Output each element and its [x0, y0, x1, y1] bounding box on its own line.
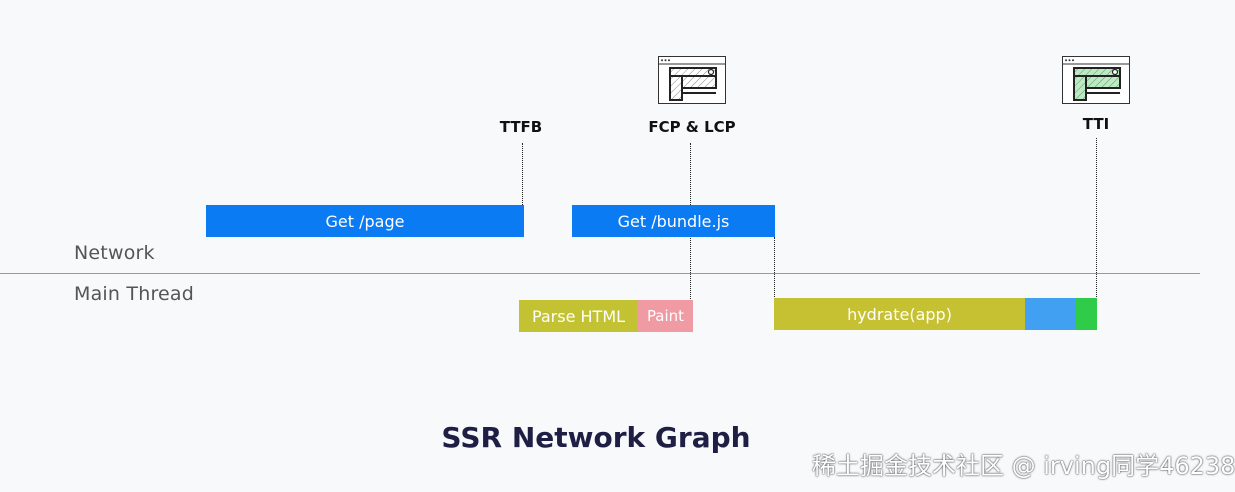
hydrate-blue-segment — [1025, 298, 1076, 330]
tti-label: TTI — [1082, 115, 1110, 133]
browser-window-interactive-icon — [1062, 56, 1130, 104]
ttfb-guide-line — [522, 143, 523, 207]
hydrate-label: hydrate(app) — [847, 304, 952, 324]
parse-html-bar: Parse HTML — [519, 300, 638, 332]
ttfb-label: TTFB — [499, 118, 543, 136]
network-lane-label: Network — [74, 242, 155, 264]
watermark-text: 稀土掘金技术社区 @ irving同学46238 — [812, 452, 1235, 480]
tti-guide-line — [1096, 138, 1097, 299]
hydrate-green-segment — [1076, 298, 1097, 330]
parse-html-label: Parse HTML — [531, 306, 626, 326]
get-page-bar: Get /page — [206, 205, 524, 237]
lane-divider — [0, 273, 1200, 274]
get-bundle-label: Get /bundle.js — [617, 211, 730, 231]
paint-label: Paint — [646, 307, 685, 325]
hydrate-bar: hydrate(app) — [774, 298, 1025, 330]
browser-window-icon — [658, 56, 726, 104]
bundle-end-guide-line — [774, 237, 775, 299]
main-thread-lane-label: Main Thread — [74, 283, 195, 305]
graph-title: SSR Network Graph — [441, 421, 751, 454]
get-bundle-bar: Get /bundle.js — [572, 205, 775, 237]
get-page-label: Get /page — [325, 211, 405, 231]
paint-bar: Paint — [638, 300, 693, 332]
fcp-lcp-label: FCP & LCP — [648, 118, 736, 136]
